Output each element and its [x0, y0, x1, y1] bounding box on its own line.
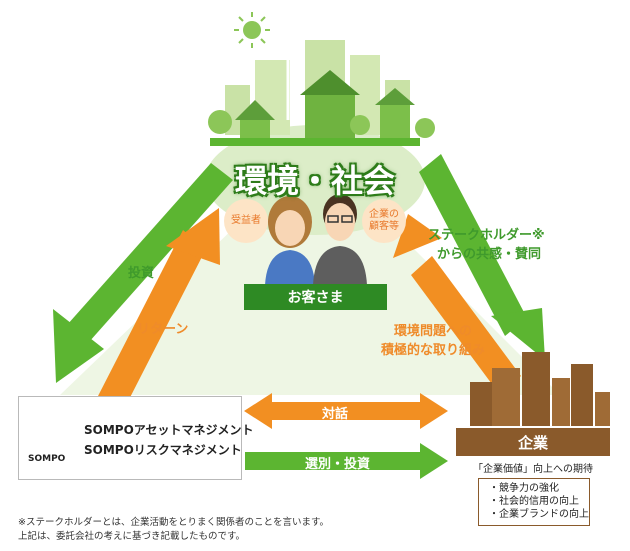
return-arrow: [97, 208, 220, 417]
benefit-item: ・競争力の強化: [489, 483, 559, 494]
stakeholder-arrow: [419, 154, 545, 360]
selection-arrow: [245, 443, 448, 479]
stakeholder-footnote: ※ステークホルダーとは、企業活動をとりまく関係者のことを言います。: [18, 517, 330, 528]
corporate-clients-bubble: 企業の顧客等: [362, 199, 406, 243]
dialogue-arrow: [244, 393, 448, 429]
corporation-label: 企業: [456, 428, 610, 456]
dialogue-label: 対話: [322, 407, 349, 422]
corporate-value-expectation: 「企業価値」向上への期待: [473, 464, 593, 475]
customer-man-figure: [313, 194, 367, 285]
diagram-title: 環境・社会: [234, 162, 395, 200]
beneficiary-bubble: 受益者: [224, 199, 268, 243]
benefit-item: ・社会的信用の向上: [489, 496, 579, 507]
benefit-item: ・企業ブランドの向上: [489, 509, 589, 520]
selection-label: 選別・投資: [305, 457, 371, 472]
sompo-risk-management-name: SOMPOリスクマネジメント: [84, 443, 242, 457]
customers-label: お客さま: [244, 284, 387, 310]
sompo-logo-text: SOMPO: [28, 454, 66, 464]
effort-label-line2: 積極的な取り組み: [381, 343, 486, 358]
sun-icon: [234, 12, 270, 48]
customer-woman-figure: [265, 196, 315, 285]
stakeholder-label-line2: からの共感・賛同: [437, 247, 542, 262]
corporate-buildings-illustration: [470, 352, 610, 426]
return-label: リターン: [137, 322, 189, 337]
effort-label-line1: 環境問題への: [394, 324, 473, 339]
sompo-asset-management-name: SOMPOアセットマネジメント: [84, 423, 254, 437]
sompo-companies-box: [18, 396, 242, 480]
stakeholder-label-line1: ステークホルダー※: [428, 228, 545, 243]
invest-arrow: [53, 163, 233, 383]
corporate-benefits-box: ・競争力の強化 ・社会的信用の向上 ・企業ブランドの向上: [478, 478, 590, 526]
disclaimer-note: 上記は、委託会社の考えに基づき記載したものです。: [18, 531, 246, 542]
invest-label: 投資: [128, 266, 155, 281]
city-illustration: [208, 28, 435, 146]
